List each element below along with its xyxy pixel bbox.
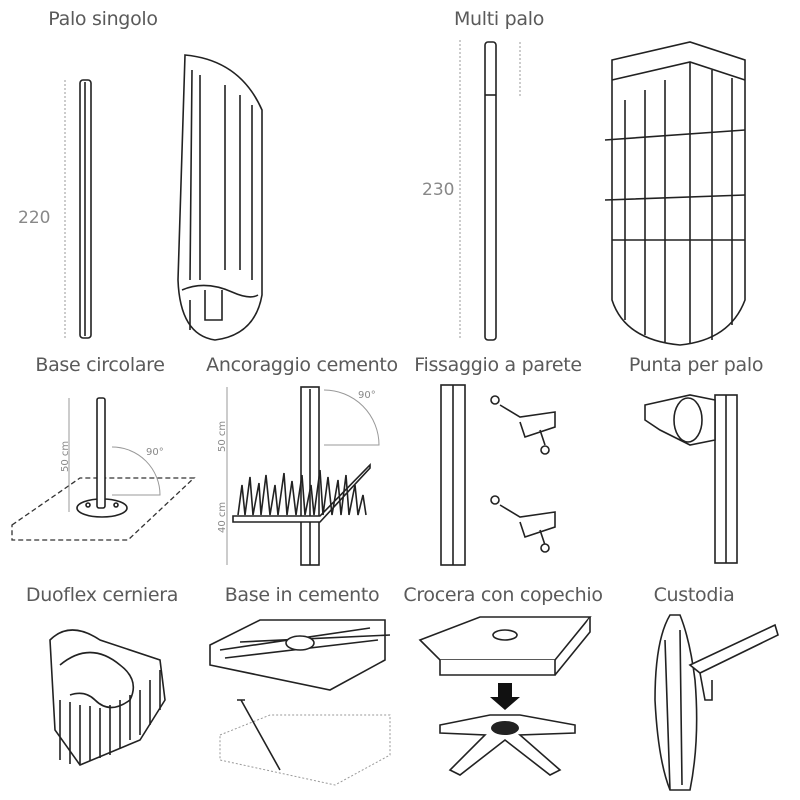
anchor-angle-label: 90° [358, 390, 376, 401]
title-palo-singolo: Palo singolo [48, 8, 158, 30]
concrete-anchor-drawing [226, 386, 380, 566]
multi-pole-drawing [459, 40, 521, 341]
concrete-base-drawing [209, 619, 391, 786]
base-angle-label: 90° [146, 447, 164, 458]
wall-mount-drawing [440, 384, 556, 566]
down-arrow-icon [490, 683, 520, 710]
title-crocera: Crocera con copechio [403, 584, 603, 606]
title-punta-palo: Punta per palo [628, 354, 764, 376]
single-pole-drawing [64, 79, 92, 340]
title-ancoraggio-cemento: Ancoraggio cemento [206, 354, 398, 376]
circular-base-drawing [11, 397, 196, 541]
title-base-cemento: Base in cemento [224, 584, 380, 606]
title-fissaggio-parete: Fissaggio a parete [414, 354, 582, 376]
title-multi-palo: Multi palo [453, 8, 545, 30]
dimension-230: 230 [422, 180, 455, 200]
duoflex-hinge-drawing [49, 629, 166, 766]
cross-base-drawing [418, 616, 592, 776]
cover-drawing [654, 614, 779, 791]
title-duoflex-cerniera: Duoflex cerniera [25, 584, 179, 606]
title-custodia: Custodia [653, 584, 735, 606]
dimension-220: 220 [18, 208, 51, 228]
pole-tip-drawing [644, 394, 738, 564]
multi-pole-profile-drawing [604, 41, 746, 346]
title-base-circolare: Base circolare [35, 354, 165, 376]
single-pole-profile-drawing [177, 54, 263, 341]
